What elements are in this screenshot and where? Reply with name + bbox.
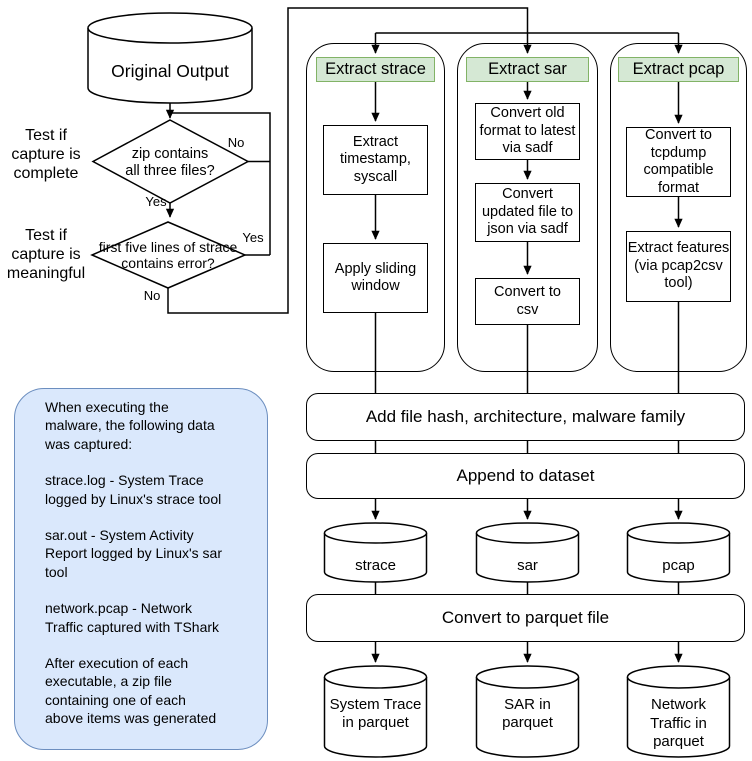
step-convert-to-csv: Convert to csv [475, 278, 580, 325]
step-apply-sliding-window: Apply sliding window [323, 243, 428, 313]
pipeline-header-strace: Extract strace [316, 57, 435, 82]
note-paragraph: After execution of each executable, a zi… [45, 655, 217, 727]
store-label-pcap: pcap [662, 557, 695, 575]
connector-d2-no-to-top [167, 7, 529, 314]
note-paragraph: strace.log - System Trace logged by Linu… [45, 472, 222, 507]
bar-add-metadata: Add file hash, architecture, malware fam… [306, 393, 745, 441]
store-cylinder-pcap [626, 522, 731, 583]
step-extract-features: Extract features (via pcap2csv tool) [626, 231, 731, 302]
store-label-sar: sar [517, 557, 538, 575]
pipeline-container-pcap [610, 43, 747, 372]
capture-note: When executing the malware, the followin… [14, 388, 268, 750]
connector-reject-loop [170, 112, 271, 255]
store-label-strace: strace [355, 557, 396, 575]
decision-diamond-meaningful [90, 221, 247, 289]
bar-append-dataset: Append to dataset [306, 453, 745, 499]
pipeline-header-sar: Extract sar [466, 57, 589, 82]
note-paragraph: network.pcap - Network Traffic captured … [45, 600, 220, 635]
decision-label-complete: zip contains all three files? [125, 146, 215, 179]
d1-no-label: No [227, 135, 245, 151]
connectors [165, 7, 683, 663]
note-paragraph: When executing the malware, the followin… [45, 399, 215, 452]
pipeline-container-strace [306, 43, 445, 372]
d1-yes-label: Yes [145, 194, 167, 210]
d2-yes-label: Yes [242, 230, 264, 246]
source-cylinder-label: Original Output [111, 60, 229, 81]
store-cylinder-sar [475, 522, 580, 583]
source-cylinder [87, 12, 253, 104]
step-convert-old-format: Convert old format to latest via sadf [475, 103, 580, 160]
final-cylinder-system-trace [323, 665, 428, 758]
final-cylinder-network-traffic [626, 665, 731, 758]
pipeline-container-sar [457, 43, 598, 372]
pipeline-header-pcap: Extract pcap [618, 57, 739, 82]
step-convert-tcpdump: Convert to tcpdump compatible format [626, 127, 731, 197]
final-label-network-traffic: Network Traffic in parquet [650, 696, 707, 751]
side-label-complete: Test if capture is complete [11, 127, 81, 182]
final-label-system-trace: System Trace in parquet [329, 695, 422, 732]
final-cylinder-sar [475, 665, 580, 758]
side-label-meaningful: Test if capture is meaningful [6, 227, 86, 282]
store-cylinder-strace [323, 522, 428, 583]
decision-diamond-complete [91, 119, 250, 204]
final-label-sar: SAR in parquet [502, 695, 553, 732]
bar-convert-parquet: Convert to parquet file [306, 594, 745, 642]
decision-label-meaningful: first five lines of strace contains erro… [98, 239, 238, 271]
d2-no-label: No [143, 288, 161, 304]
step-convert-to-json: Convert updated file to json via sadf [475, 183, 580, 242]
note-paragraph: sar.out - System Activity Report logged … [45, 527, 222, 580]
step-extract-timestamp-syscall: Extract timestamp, syscall [323, 125, 428, 195]
